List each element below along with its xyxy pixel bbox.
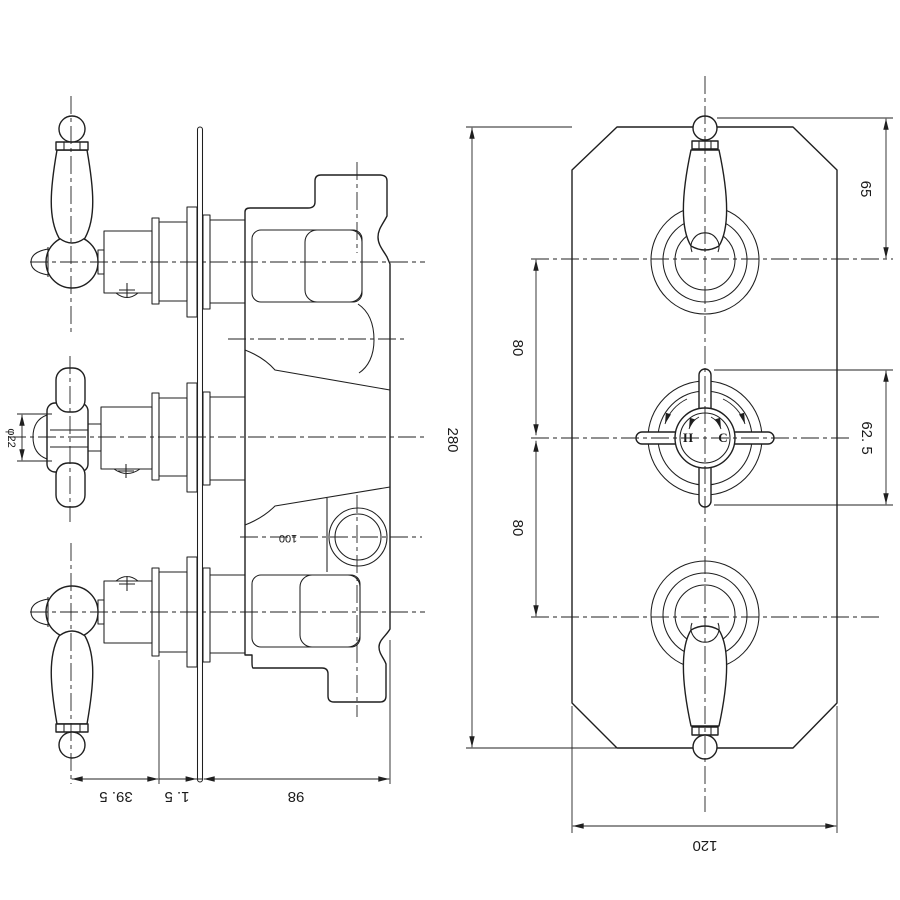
valve-body: [202, 174, 391, 703]
side-view-dimensions: φ22 39. 5 1. 5 98 100: [5, 413, 391, 805]
flange-mid: [151, 392, 160, 481]
lever-body-top: [50, 149, 94, 244]
front-view-centerlines: [531, 76, 893, 812]
cartridge-mid: [100, 406, 153, 470]
side-view-centerlines: [8, 96, 428, 784]
dim-body-depth-label: 98: [288, 788, 305, 805]
dim-plate-thickness-label: 1. 5: [164, 788, 189, 805]
lever-collar-top: [55, 141, 89, 151]
cross-hub-side: [46, 402, 89, 473]
dim-62-5-label: 62. 5: [858, 421, 875, 454]
cross-spoke-down-side: [55, 462, 86, 508]
rotate-arrow-right-small: [710, 416, 722, 430]
cartridge-screw-top: [115, 283, 139, 299]
housing-top-inner: [304, 229, 363, 303]
mounting-plate: [571, 126, 838, 749]
escutcheon-mid: [186, 382, 198, 493]
hot-label: H: [683, 430, 693, 445]
body-boss-bottom: [202, 567, 211, 663]
outlet-port-outer: [328, 507, 388, 567]
dim-80-upper-label: 80: [509, 340, 526, 357]
dim-65-label: 65: [857, 181, 874, 198]
rotate-arrow-right: [722, 398, 746, 425]
outlet-port-label: 100: [279, 532, 297, 544]
side-view: φ22 39. 5 1. 5 98 100: [5, 96, 428, 805]
neck-mid: [87, 423, 102, 452]
bottom-handle-assembly-side: [30, 556, 198, 759]
funnel-upper-edge: [244, 349, 391, 391]
cartridge-screw-bottom: [115, 575, 139, 591]
lever-ball-top: [58, 115, 86, 143]
cartridge-cylinder-top: [158, 221, 188, 302]
housing-bottom-inner: [299, 574, 361, 648]
dim-handle-projection-label: 39. 5: [99, 788, 132, 805]
dim-80-lower-label: 80: [509, 520, 526, 537]
lever-ball-bottom: [58, 731, 86, 759]
rear-port-curve: [357, 303, 375, 374]
lever-tip-bottom: [690, 622, 720, 643]
lever-body-bottom: [50, 630, 94, 725]
front-view: H C 65 8: [444, 76, 893, 854]
front-view-dimensions: 65 80 80 280 62. 5 120: [444, 117, 893, 854]
dim-280-label: 280: [444, 427, 461, 452]
lever-collar-bottom: [55, 723, 89, 733]
body-boss-mid: [202, 391, 211, 486]
dim-hub-diameter-label: φ22: [5, 428, 17, 447]
cartridge-screw-mid: [113, 464, 141, 478]
flange-top: [151, 217, 160, 305]
dim-120-label: 120: [692, 837, 717, 854]
cross-spoke-up-side: [55, 367, 86, 413]
funnel-lower-edge: [244, 486, 391, 526]
cold-label: C: [718, 430, 727, 445]
middle-handle-assembly-side: [32, 367, 198, 508]
top-handle-assembly-side: [30, 115, 198, 318]
wall-plate-edge: [196, 126, 204, 783]
rotate-arrow-left: [664, 398, 688, 425]
cross-hub-band: [50, 429, 88, 448]
rotate-arrow-left-small: [688, 416, 700, 430]
